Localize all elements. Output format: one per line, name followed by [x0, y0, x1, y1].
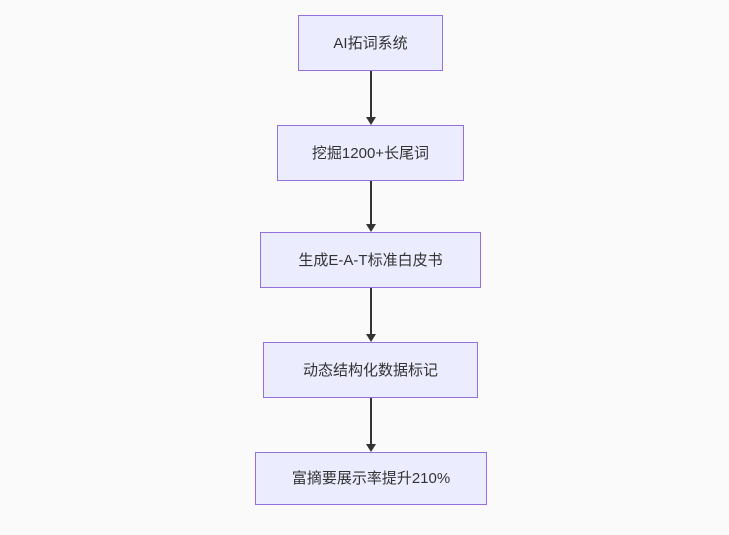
- arrowhead-down-icon: [366, 117, 376, 125]
- node-label: 动态结构化数据标记: [302, 361, 438, 379]
- flowchart-node-generate-eat-whitepaper: 生成E-A-T标准白皮书: [260, 232, 481, 288]
- edge-node4-node5: [366, 398, 376, 452]
- arrowhead-down-icon: [366, 444, 376, 452]
- arrowhead-down-icon: [366, 334, 376, 342]
- node-label: 富摘要展示率提升210%: [291, 470, 451, 487]
- node-label: AI拓词系统: [333, 34, 408, 52]
- edge-node3-node4: [366, 288, 376, 342]
- flowchart-node-mine-longtail-keywords: 挖掘1200+长尾词: [277, 125, 464, 181]
- flowchart-node-ai-word-expansion-system: AI拓词系统: [298, 15, 443, 71]
- flowchart-node-rich-snippet-rate-increase: 富摘要展示率提升210%: [255, 452, 487, 505]
- node-label: 生成E-A-T标准白皮书: [298, 251, 443, 269]
- edge-line: [370, 288, 372, 334]
- edge-line: [370, 398, 372, 444]
- node-label: 挖掘1200+长尾词: [311, 144, 430, 162]
- edge-node1-node2: [366, 71, 376, 125]
- edge-node2-node3: [366, 181, 376, 232]
- edge-line: [370, 181, 372, 224]
- edge-line: [370, 71, 372, 117]
- arrowhead-down-icon: [366, 224, 376, 232]
- flowchart-node-dynamic-structured-data-markup: 动态结构化数据标记: [263, 342, 478, 398]
